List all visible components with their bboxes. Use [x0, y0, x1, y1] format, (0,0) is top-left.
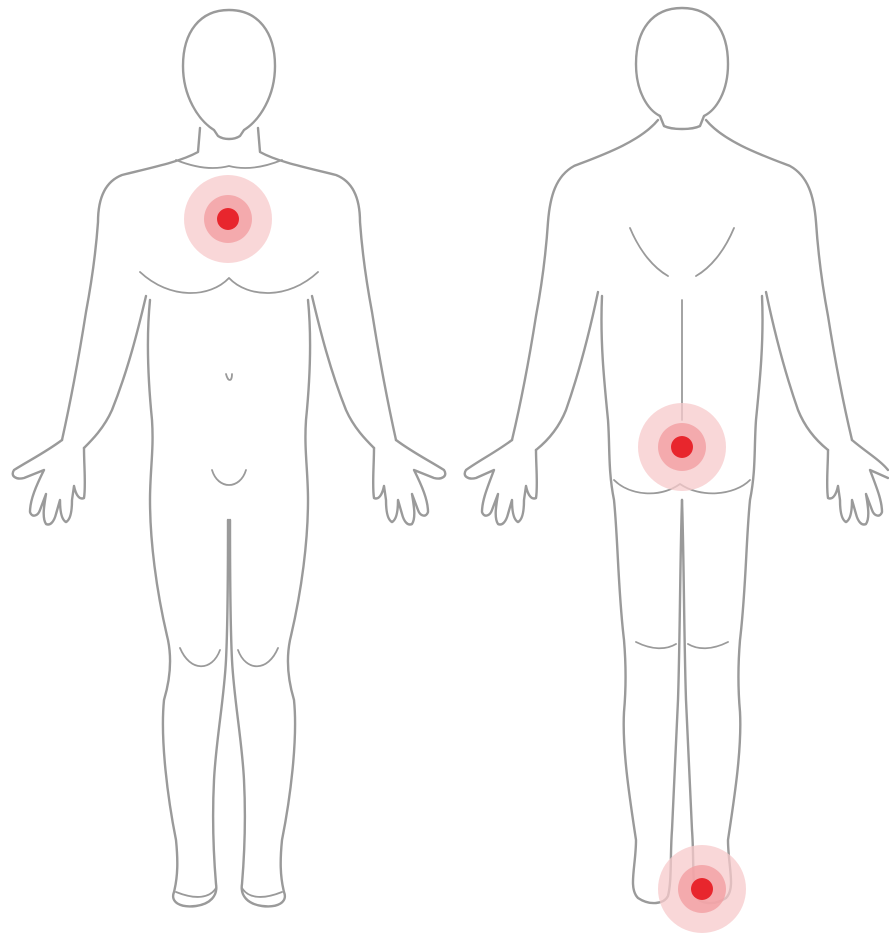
front-collarbone — [176, 160, 282, 168]
back-right-hand — [827, 440, 888, 525]
pain-core — [217, 208, 239, 230]
back-left-inner-arm — [536, 292, 598, 450]
front-chest-line — [140, 272, 318, 293]
front-right-inner-arm — [312, 296, 374, 448]
front-left-inner-arm — [84, 296, 146, 448]
front-body-figure — [13, 10, 446, 906]
back-body-right-side — [682, 120, 852, 903]
back-body-figure — [465, 8, 888, 933]
pain-core — [691, 878, 713, 900]
back-right-inner-arm — [766, 292, 828, 450]
front-right-hand — [373, 440, 445, 525]
back-left-hand — [465, 440, 537, 525]
front-head — [183, 10, 275, 139]
front-groin — [212, 470, 246, 485]
pain-marker-lower-back — [638, 403, 726, 491]
front-knees — [180, 648, 278, 666]
pain-marker-heel — [658, 845, 746, 933]
back-head — [636, 8, 728, 129]
front-feet — [176, 888, 282, 897]
back-shoulder-blades — [630, 228, 734, 276]
front-left-hand — [13, 440, 85, 525]
back-knees — [636, 642, 728, 648]
pain-core — [671, 436, 693, 458]
front-navel — [226, 374, 232, 380]
pain-marker-chest — [184, 175, 272, 263]
back-body-left-side — [512, 120, 682, 903]
